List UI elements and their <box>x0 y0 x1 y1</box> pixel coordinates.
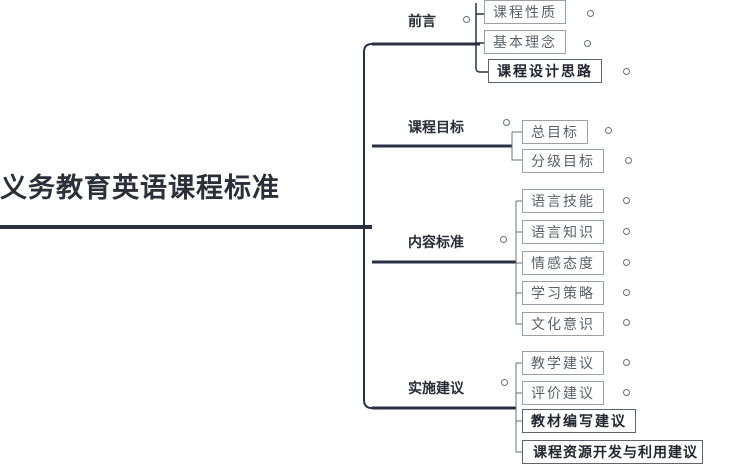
leaf-node[interactable]: 课程性质 <box>484 0 566 24</box>
leaf-node[interactable]: 评价建议 <box>522 381 604 405</box>
leaf-node[interactable]: 基本理念 <box>484 30 566 54</box>
expand-dot-icon[interactable] <box>623 389 630 396</box>
leaf-bracket-1 <box>475 3 488 73</box>
expand-dot-icon[interactable] <box>623 68 630 75</box>
expand-dot-icon[interactable] <box>623 319 630 326</box>
leaf-bracket-2 <box>511 131 522 161</box>
expand-dot-icon[interactable] <box>623 197 630 204</box>
leaf-bracket-4 <box>515 362 522 453</box>
branch-label-4[interactable]: 实施建议 <box>408 381 464 397</box>
expand-dot-icon[interactable] <box>625 157 632 164</box>
leaf-node[interactable]: 语言知识 <box>522 220 604 244</box>
expand-dot-icon[interactable] <box>623 289 630 296</box>
leaf-node[interactable]: 学习策略 <box>522 281 604 305</box>
leaf-node[interactable]: 语言技能 <box>522 189 604 213</box>
branch-label-1[interactable]: 前言 <box>408 14 436 30</box>
branch-label-3[interactable]: 内容标准 <box>408 235 464 251</box>
expand-dot-icon[interactable] <box>584 40 591 47</box>
expand-dot-icon[interactable] <box>623 359 630 366</box>
branch-label-2[interactable]: 课程目标 <box>408 120 464 136</box>
collapse-dot-icon[interactable] <box>463 16 470 23</box>
leaf-node[interactable]: 总目标 <box>522 120 588 144</box>
leaf-node[interactable]: 教学建议 <box>522 351 604 375</box>
root-title: 义务教育英语课程标准 <box>0 173 280 204</box>
collapse-dot-icon[interactable] <box>503 119 510 126</box>
leaf-node[interactable]: 文化意识 <box>522 312 604 336</box>
trunk-bracket <box>363 43 373 409</box>
collapse-dot-icon[interactable] <box>500 236 507 243</box>
leaf-node[interactable]: 课程资源开发与利用建议 <box>522 440 703 464</box>
expand-dot-icon[interactable] <box>605 127 612 134</box>
leaf-node[interactable]: 课程设计思路 <box>488 59 602 83</box>
expand-dot-icon[interactable] <box>623 259 630 266</box>
expand-dot-icon[interactable] <box>623 228 630 235</box>
leaf-node[interactable]: 分级目标 <box>522 149 604 173</box>
leaf-node[interactable]: 教材编写建议 <box>522 409 636 433</box>
collapse-dot-icon[interactable] <box>501 379 508 386</box>
expand-dot-icon[interactable] <box>587 10 594 17</box>
leaf-node[interactable]: 情感态度 <box>522 251 604 275</box>
leaf-bracket-3 <box>515 200 522 325</box>
